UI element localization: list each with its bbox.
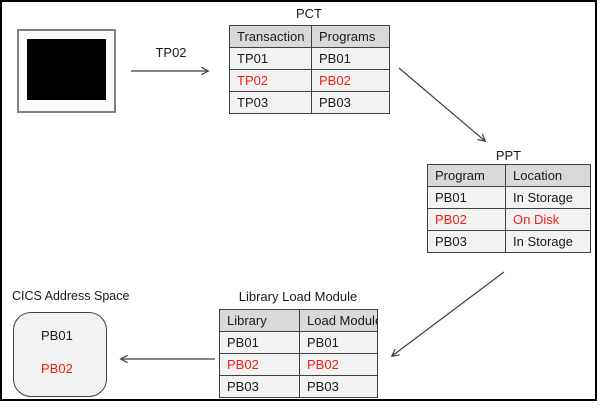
pct-header-transaction: Transaction: [229, 25, 312, 48]
ppt-table-title: PPT: [495, 148, 522, 163]
table-cell: PB01: [427, 186, 506, 209]
table-cell: In Storage: [505, 186, 591, 209]
table-cell: PB01: [219, 331, 300, 354]
library-table: Library Load Module PB01 PB01 PB02 PB02 …: [219, 309, 378, 398]
table-row: PB03 PB03: [219, 375, 378, 398]
table-row: PB01 In Storage: [427, 186, 591, 209]
table-cell: PB03: [427, 230, 506, 253]
table-cell: PB02: [427, 208, 506, 231]
table-cell: PB02: [311, 69, 390, 92]
table-cell: In Storage: [505, 230, 591, 253]
table-cell: PB03: [311, 91, 390, 114]
library-table-title: Library Load Module: [238, 289, 358, 304]
pct-table: Transaction Programs TP01 PB01 TP02 PB02…: [229, 25, 390, 114]
table-cell: PB01: [299, 331, 378, 354]
table-cell: TP01: [229, 47, 312, 70]
table-row: PB01 PB01: [219, 331, 378, 354]
table-cell: PB01: [311, 47, 390, 70]
table-cell: On Disk: [505, 208, 591, 231]
cics-address-space-title: CICS Address Space: [12, 289, 130, 303]
transaction-input-label: TP02: [155, 45, 187, 60]
pct-header-programs: Programs: [311, 25, 390, 48]
library-header-library: Library: [219, 309, 300, 332]
library-header-row: Library Load Module: [219, 309, 378, 332]
terminal-screen: [27, 39, 106, 100]
table-row-highlighted: TP02 PB02: [229, 69, 390, 92]
terminal-icon: [17, 29, 116, 113]
ppt-header-location: Location: [505, 164, 591, 187]
table-cell: PB03: [219, 375, 300, 398]
ppt-header-program: Program: [427, 164, 506, 187]
table-row-highlighted: PB02 PB02: [219, 353, 378, 376]
cics-program-item: PB01: [41, 328, 73, 343]
table-row: TP03 PB03: [229, 91, 390, 114]
ppt-header-row: Program Location: [427, 164, 591, 187]
table-cell: TP02: [229, 69, 312, 92]
table-cell: PB02: [299, 353, 378, 376]
table-cell: PB02: [219, 353, 300, 376]
pct-table-title: PCT: [296, 6, 322, 21]
cics-program-item-highlighted: PB02: [41, 361, 73, 376]
ppt-table: Program Location PB01 In Storage PB02 On…: [427, 164, 591, 253]
pct-header-row: Transaction Programs: [229, 25, 390, 48]
table-cell: PB03: [299, 375, 378, 398]
table-row: PB03 In Storage: [427, 230, 591, 253]
table-row-highlighted: PB02 On Disk: [427, 208, 591, 231]
cics-address-space-box: PB01 PB02: [13, 312, 107, 397]
library-header-load-module: Load Module: [299, 309, 378, 332]
table-cell: TP03: [229, 91, 312, 114]
table-row: TP01 PB01: [229, 47, 390, 70]
